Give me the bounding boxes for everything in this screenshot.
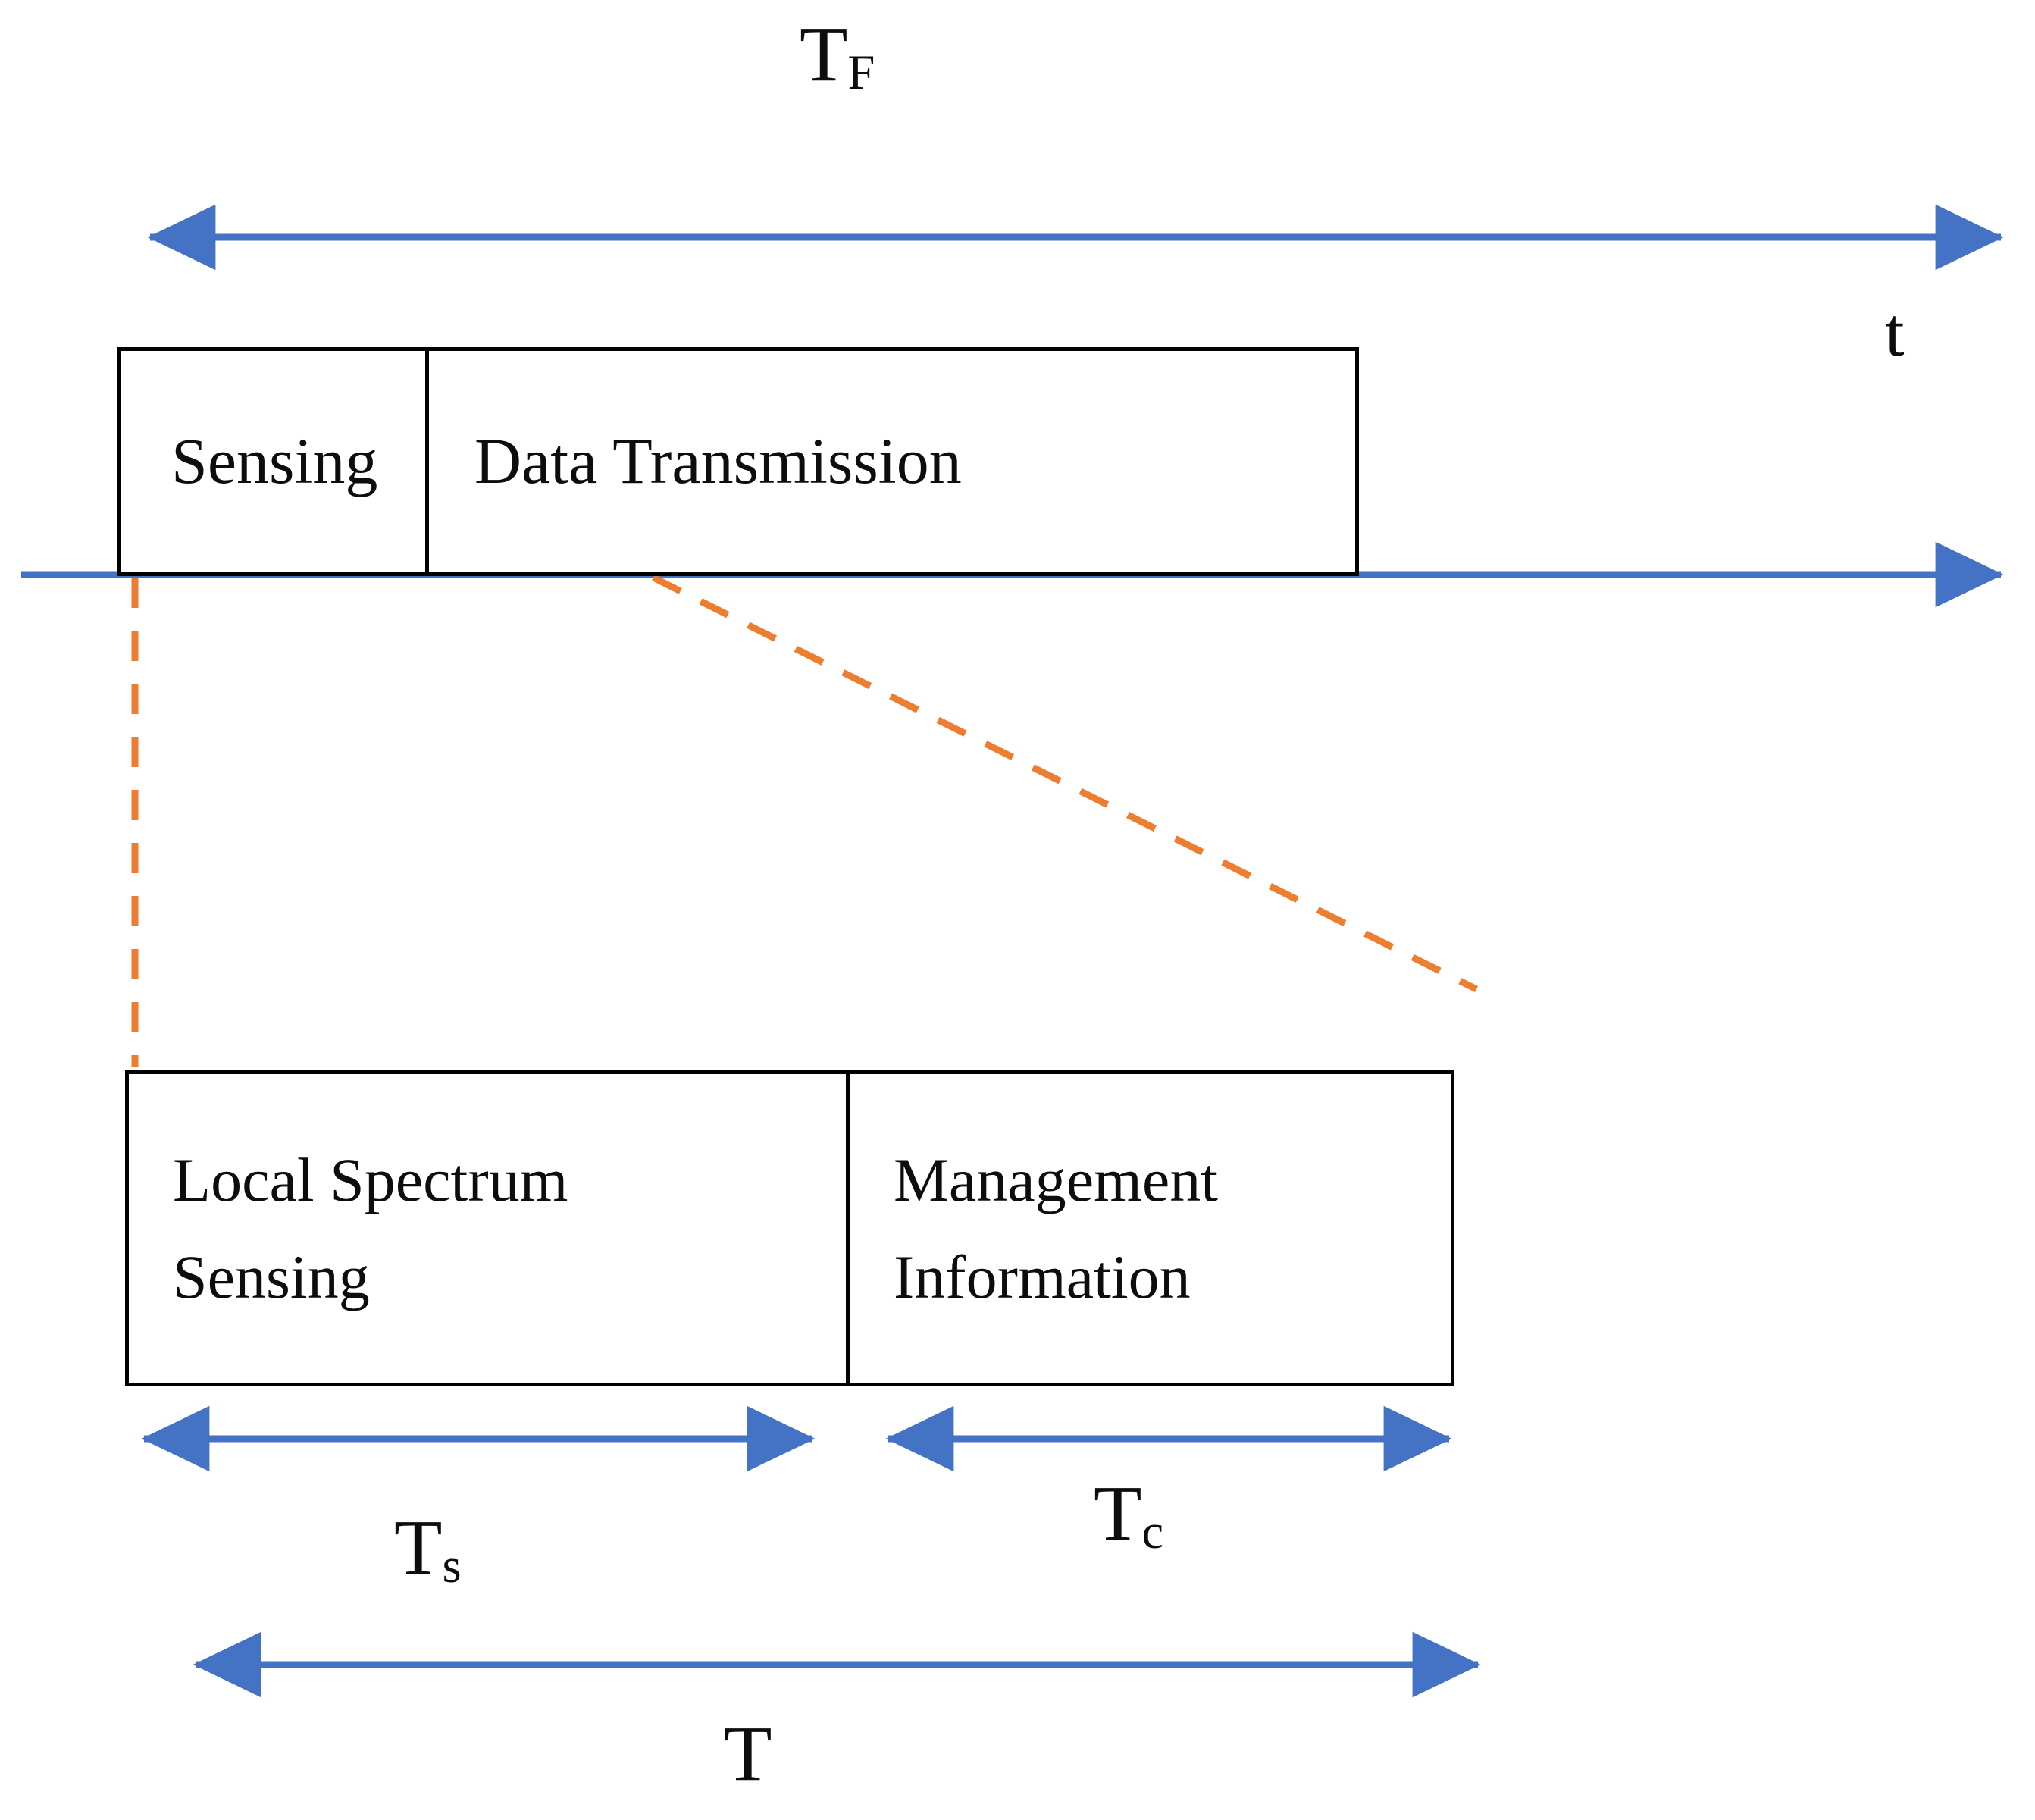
time-axis-label: t <box>1885 297 1905 367</box>
sensing-time-label: Ts <box>394 1508 462 1590</box>
frame-slot-sensing-label: Sensing <box>171 424 378 498</box>
frame-duration-label: TF <box>800 15 875 97</box>
sensing-slot-management-information[interactable]: Management Information <box>846 1070 1454 1386</box>
control-time-label-subscript: c <box>1141 1504 1164 1558</box>
sensing-end-connector <box>651 574 1479 993</box>
frame-slot-data-transmission-label: Data Transmission <box>474 424 962 498</box>
sensing-slot-local-spectrum-sensing-label: Local Spectrum Sensing <box>173 1145 568 1311</box>
sensing-slot-management-information-label: Management Information <box>894 1145 1219 1311</box>
total-time-label-base: T <box>724 1710 772 1797</box>
frame-slot-data-transmission[interactable]: Data Transmission <box>425 347 1359 576</box>
sensing-time-label-base: T <box>394 1504 443 1591</box>
control-time-label-base: T <box>1094 1470 1142 1557</box>
frame-slot-sensing[interactable]: Sensing <box>117 347 428 576</box>
time-axis-label-base: t <box>1885 293 1905 371</box>
sensing-time-label-subscript: s <box>442 1538 462 1593</box>
sensing-slot-local-spectrum-sensing[interactable]: Local Spectrum Sensing <box>125 1070 849 1386</box>
frame-duration-label-base: T <box>800 11 848 98</box>
control-time-label: Tc <box>1094 1474 1164 1556</box>
frame-duration-label-subscript: F <box>847 45 876 99</box>
total-time-label: T <box>724 1715 772 1793</box>
